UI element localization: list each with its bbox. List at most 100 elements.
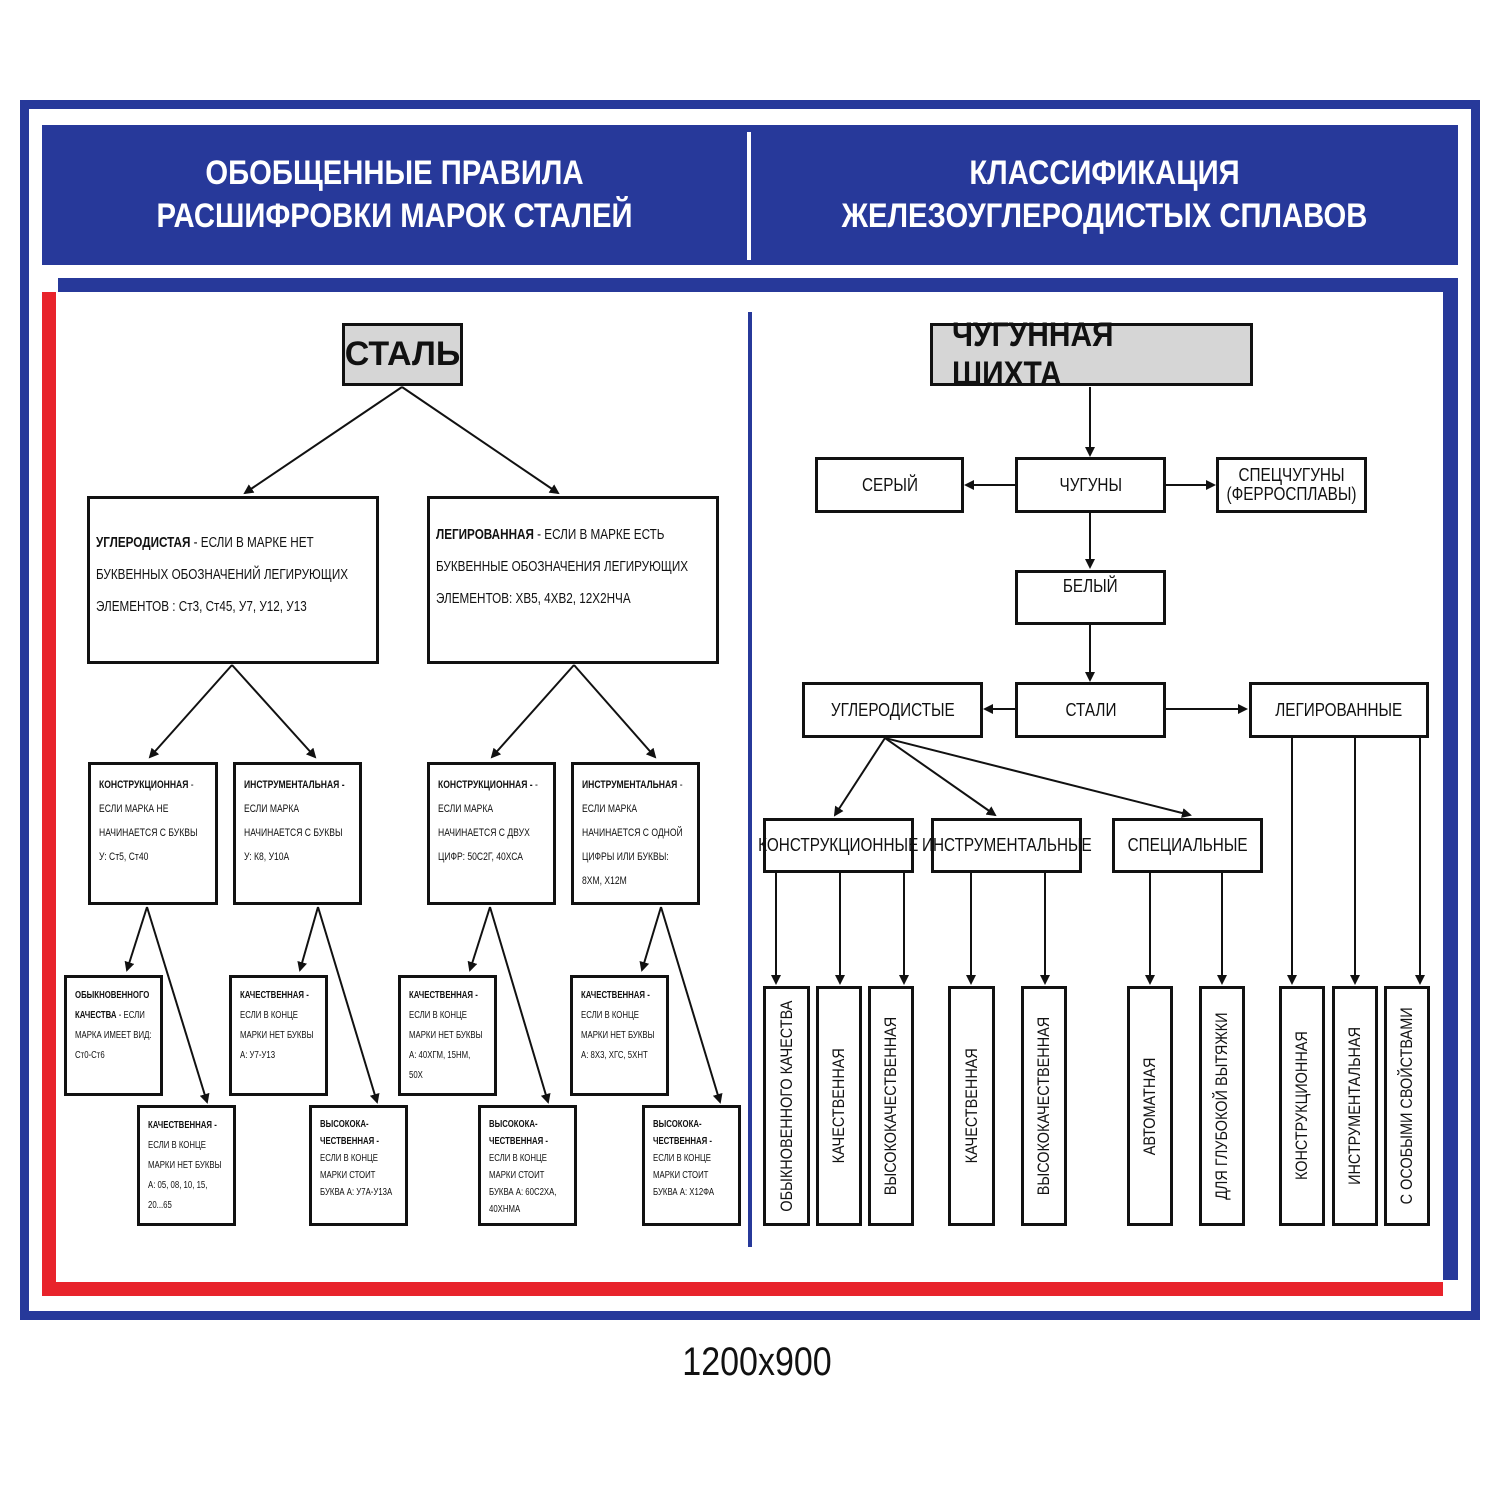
box-text: ЕСЛИ В КОНЦЕ МАРКИ НЕТ БУКВЫ А: 05, 08, … [148, 1140, 222, 1211]
leaf-label: КАЧЕСТВЕННАЯ [829, 1048, 848, 1164]
box-heading: ЛЕГИРОВАННАЯ [436, 526, 534, 543]
carbon-steel-box: УГЛЕРОДИСТАЯ - ЕСЛИ В МАРКЕ НЕТ БУКВЕННЫ… [87, 496, 379, 664]
leaf-box: КАЧЕСТВЕННАЯ [816, 986, 862, 1226]
arrow [660, 906, 723, 1104]
quality-box: КАЧЕСТВЕННАЯ - ЕСЛИ В КОНЦЕ МАРКИ НЕТ БУ… [229, 975, 328, 1096]
box-text: ЕСЛИ В КОНЦЕ МАРКИ СТОИТ БУКВА А: Х12ФА [653, 1153, 715, 1198]
leaf-box: ОБЫКНОВЕННОГО КАЧЕСТВА [763, 986, 810, 1226]
leaf-label: ДЛЯ ГЛУБОКОЙ ВЫТЯЖКИ [1212, 1012, 1231, 1200]
box-heading: КАЧЕСТВЕННАЯ - [581, 990, 650, 1001]
header-divider [747, 132, 751, 260]
leaf-box: КАЧЕСТВЕННАЯ [948, 986, 995, 1226]
quality-box: КАЧЕСТВЕННАЯ - ЕСЛИ В КОНЦЕ МАРКИ НЕТ БУ… [570, 975, 669, 1096]
leaf-label: АВТОМАТНАЯ [1140, 1057, 1159, 1155]
alloy-steel-box: ЛЕГИРОВАННАЯ - ЕСЛИ В МАРКЕ ЕСТЬ БУКВЕНН… [427, 496, 719, 664]
box-label: БЕЛЫЙ [1063, 576, 1118, 596]
root-label: ЧУГУННАЯ ШИХТА [952, 315, 1114, 393]
leaf-box: КОНСТРУКЦИОННАЯ [1279, 986, 1325, 1226]
center-divider [748, 312, 752, 1247]
box-heading: КАЧЕСТВЕННАЯ - [148, 1120, 217, 1131]
box-heading: ОБЫКНОВЕННОГО КАЧЕСТВА [75, 990, 150, 1021]
box-label: СПЕЦИАЛЬНЫЕ [1127, 835, 1248, 855]
leaf-box: АВТОМАТНАЯ [1127, 986, 1173, 1226]
arrow [467, 906, 491, 972]
arrow [401, 386, 560, 495]
high-quality-box: ВЫСОКОКА-ЧЕСТВЕННАЯ - ЕСЛИ В КОНЦЕ МАРКИ… [309, 1105, 408, 1226]
box-text: - ЕСЛИ МАРКА НЕ НАЧИНАЕТСЯ С БУКВЫ У: Ст… [99, 779, 198, 863]
box-heading: ВЫСОКОКА-ЧЕСТВЕННАЯ - [320, 1119, 379, 1147]
white-iron-box: БЕЛЫЙ [1015, 570, 1166, 625]
high-quality-box: ВЫСОКОКА-ЧЕСТВЕННАЯ - ЕСЛИ В КОНЦЕ МАРКИ… [642, 1105, 741, 1226]
leaf-label: С ОСОБЫМИ СВОЙСТВАМИ [1397, 1007, 1416, 1205]
cast-irons-box: ЧУГУНЫ [1015, 457, 1166, 513]
box-heading: ВЫСОКОКА-ЧЕСТВЕННАЯ - [653, 1119, 712, 1147]
leaf-label: ВЫСОКОКАЧЕСТВЕННАЯ [881, 1016, 900, 1196]
box-text: - ЕСЛИ В МАРКЕ ЕСТЬ БУКВЕННЫЕ ОБОЗНАЧЕНИ… [436, 526, 689, 607]
left-red-stripe [42, 292, 56, 1296]
box-text: ЕСЛИ В КОНЦЕ МАРКИ НЕТ БУКВЫ А: 40ХГМ, 1… [409, 1010, 483, 1081]
right-title: КЛАССИФИКАЦИЯ ЖЕЛЕЗОУГЛЕРОДИСТЫХ СПЛАВОВ [841, 154, 1368, 235]
box-heading: ИНСТРУМЕНТАЛЬНАЯ [582, 779, 678, 791]
quality-box: КАЧЕСТВЕННАЯ - ЕСЛИ В КОНЦЕ МАРКИ НЕТ БУ… [398, 975, 497, 1096]
arrow [490, 664, 575, 759]
box-heading: ВЫСОКОКА-ЧЕСТВЕННАЯ - [489, 1119, 548, 1147]
structural-steels-box: КОНСТРУКЦИОННЫЕ [758, 818, 919, 873]
arrow [573, 664, 657, 759]
arrow [884, 737, 997, 817]
box-text: - ЕСЛИ МАРКА ИМЕЕТ ВИД: Ст0-Ст6 [75, 1010, 152, 1061]
right-blue-stripe [1443, 278, 1458, 1280]
box-label: СТАЛИ [1065, 699, 1116, 720]
bottom-red-stripe [42, 1282, 1443, 1296]
box-label: ЛЕГИРОВАННЫЕ [1275, 699, 1403, 720]
alloy-tool-box: ИНСТРУМЕНТАЛЬНАЯ - ЕСЛИ МАРКА НАЧИНАЕТСЯ… [571, 762, 700, 905]
box-label: ИНСТРУМЕНТАЛЬНЫЕ [921, 835, 1092, 855]
box-text: - ЕСЛИ В МАРКЕ НЕТ БУКВЕННЫХ ОБОЗНАЧЕНИЙ… [96, 534, 349, 615]
steels-box: СТАЛИ [1015, 682, 1166, 738]
box-label: СПЕЦЧУГУНЫ (ФЕРРОСПЛАВЫ) [1226, 465, 1357, 504]
ordinary-quality-box: ОБЫКНОВЕННОГО КАЧЕСТВА - ЕСЛИ МАРКА ИМЕЕ… [64, 975, 163, 1096]
box-text: ЕСЛИ В КОНЦЕ МАРКИ СТОИТ БУКВА А: 60С2ХА… [489, 1153, 557, 1215]
left-title: ОБОБЩЕННЫЕ ПРАВИЛА РАСШИФРОВКИ МАРОК СТА… [156, 154, 633, 235]
arrow [124, 906, 148, 972]
leaf-box: ДЛЯ ГЛУБОКОЙ ВЫТЯЖКИ [1199, 986, 1245, 1226]
arrow [297, 906, 319, 972]
box-label: ЧУГУНЫ [1059, 474, 1122, 495]
arrow [833, 737, 886, 817]
box-text: - ЕСЛИ МАРКА НАЧИНАЕТСЯ С ДВУХ ЦИФР: 50С… [438, 779, 538, 863]
leaf-label: КОНСТРУКЦИОННАЯ [1292, 1031, 1311, 1181]
carbon-steels-box: УГЛЕРОДИСТЫЕ [802, 682, 983, 738]
cast-iron-charge-root-box: ЧУГУННАЯ ШИХТА [930, 316, 1253, 393]
leaf-box: С ОСОБЫМИ СВОЙСТВАМИ [1384, 986, 1430, 1226]
leaf-label: КАЧЕСТВЕННАЯ [961, 1048, 981, 1164]
box-heading: ИНСТРУМЕНТАЛЬНАЯ - [244, 779, 345, 791]
tool-steels-box: ИНСТРУМЕНТАЛЬНЫЕ [922, 818, 1091, 873]
carbon-tool-box: ИНСТРУМЕНТАЛЬНАЯ - ЕСЛИ МАРКА НАЧИНАЕТСЯ… [233, 762, 362, 905]
leaf-label: ИНСТРУМЕНТАЛЬНАЯ [1345, 1027, 1364, 1185]
alloy-steels-box: ЛЕГИРОВАННЫЕ [1249, 682, 1429, 738]
special-irons-box: СПЕЦЧУГУНЫ (ФЕРРОСПЛАВЫ) [1216, 457, 1367, 513]
arrow [231, 664, 317, 759]
box-text: ЕСЛИ МАРКА НАЧИНАЕТСЯ С БУКВЫ У: К8, У10… [244, 803, 343, 863]
box-heading: УГЛЕРОДИСТАЯ [96, 534, 191, 551]
arrow [489, 906, 551, 1104]
top-blue-stripe [58, 278, 1458, 292]
box-heading: КОНСТРУКЦИОННАЯ - [438, 779, 533, 791]
high-quality-box: ВЫСОКОКА-ЧЕСТВЕННАЯ - ЕСЛИ В КОНЦЕ МАРКИ… [478, 1105, 577, 1226]
box-text: ЕСЛИ В КОНЦЕ МАРКИ НЕТ БУКВЫ А: 8Х3, ХГС… [581, 1010, 655, 1061]
leaf-box: ИНСТРУМЕНТАЛЬНАЯ [1332, 986, 1378, 1226]
box-label: УГЛЕРОДИСТЫЕ [830, 699, 955, 720]
box-label: СЕРЫЙ [861, 474, 918, 495]
special-steels-box: СПЕЦИАЛЬНЫЕ [1112, 818, 1263, 873]
arrow [884, 737, 1192, 818]
leaf-label: ОБЫКНОВЕННОГО КАЧЕСТВА [776, 1000, 796, 1212]
arrow [148, 664, 233, 759]
box-text: - ЕСЛИ МАРКА НАЧИНАЕТСЯ С ОДНОЙ ЦИФРЫ ИЛ… [582, 779, 683, 887]
box-heading: КОНСТРУКЦИОННАЯ [99, 779, 189, 791]
box-text: ЕСЛИ В КОНЦЕ МАРКИ СТОИТ БУКВА А: У7А-У1… [320, 1153, 393, 1198]
leaf-label: ВЫСОКОКАЧЕСТВЕННАЯ [1034, 1016, 1053, 1196]
leaf-box: ВЫСОКОКАЧЕСТВЕННАЯ [868, 986, 914, 1226]
size-caption: 1200x900 [682, 1340, 832, 1384]
alloy-structural-box: КОНСТРУКЦИОННАЯ - - ЕСЛИ МАРКА НАЧИНАЕТС… [427, 762, 556, 905]
steel-root-box: СТАЛЬ [342, 323, 463, 386]
